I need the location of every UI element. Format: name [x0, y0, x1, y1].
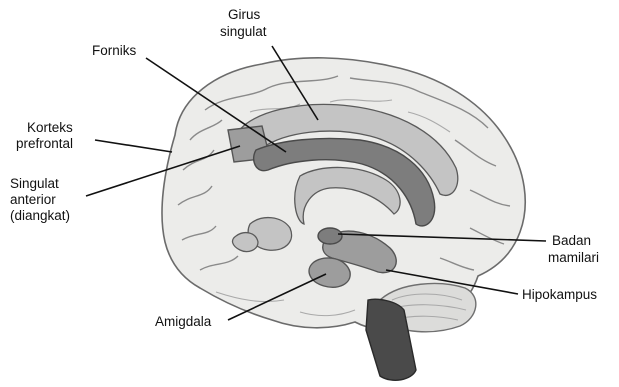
- label-amigdala: Amigdala: [155, 314, 212, 329]
- label-singulat-anterior-line2: anterior: [10, 192, 56, 207]
- label-korteks-prefrontal-line1: Korteks: [27, 120, 73, 135]
- label-girus-singulat-line2: singulat: [220, 24, 267, 39]
- label-forniks: Forniks: [92, 43, 137, 58]
- leader-korteks-prefrontal: [95, 140, 172, 152]
- label-korteks-prefrontal-line2: prefrontal: [16, 136, 73, 151]
- label-singulat-anterior-line3: (diangkat): [10, 208, 70, 223]
- label-badan-mamilari-line2: mamilari: [548, 250, 599, 265]
- label-hipokampus: Hipokampus: [522, 287, 597, 302]
- label-girus-singulat-line1: Girus: [228, 7, 261, 22]
- label-singulat-anterior-line1: Singulat: [10, 176, 59, 191]
- label-badan-mamilari-line1: Badan: [552, 233, 591, 248]
- mammillary-body-shape: [318, 228, 342, 244]
- cerebrum-outline: [162, 58, 525, 331]
